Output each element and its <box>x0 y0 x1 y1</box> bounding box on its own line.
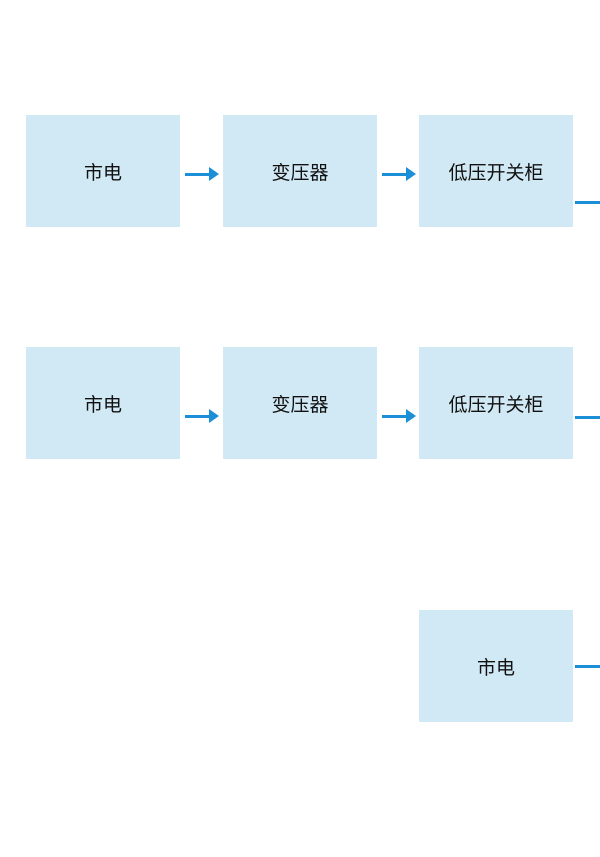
node-switchgear-2: 低压开关柜 <box>419 347 573 459</box>
node-mains-1: 市电 <box>26 115 180 227</box>
node-label: 市电 <box>83 393 122 416</box>
arrow-mains-to-transformer-2 <box>185 409 219 423</box>
node-label: 变压器 <box>271 393 329 416</box>
connector-out-3 <box>575 665 600 668</box>
connector-out-1 <box>575 201 600 204</box>
arrow-transformer-to-switchgear-1 <box>382 167 416 181</box>
node-switchgear-1: 低压开关柜 <box>419 115 573 227</box>
node-label: 低压开关柜 <box>448 161 544 184</box>
connector-out-2 <box>575 416 600 419</box>
node-label: 变压器 <box>271 161 329 184</box>
node-label: 市电 <box>476 656 515 679</box>
arrow-transformer-to-switchgear-2 <box>382 409 416 423</box>
node-transformer-2: 变压器 <box>223 347 377 459</box>
node-mains-2: 市电 <box>26 347 180 459</box>
node-label: 市电 <box>83 161 122 184</box>
node-transformer-1: 变压器 <box>223 115 377 227</box>
arrow-mains-to-transformer-1 <box>185 167 219 181</box>
node-mains-3: 市电 <box>419 610 573 722</box>
node-label: 低压开关柜 <box>448 393 544 416</box>
